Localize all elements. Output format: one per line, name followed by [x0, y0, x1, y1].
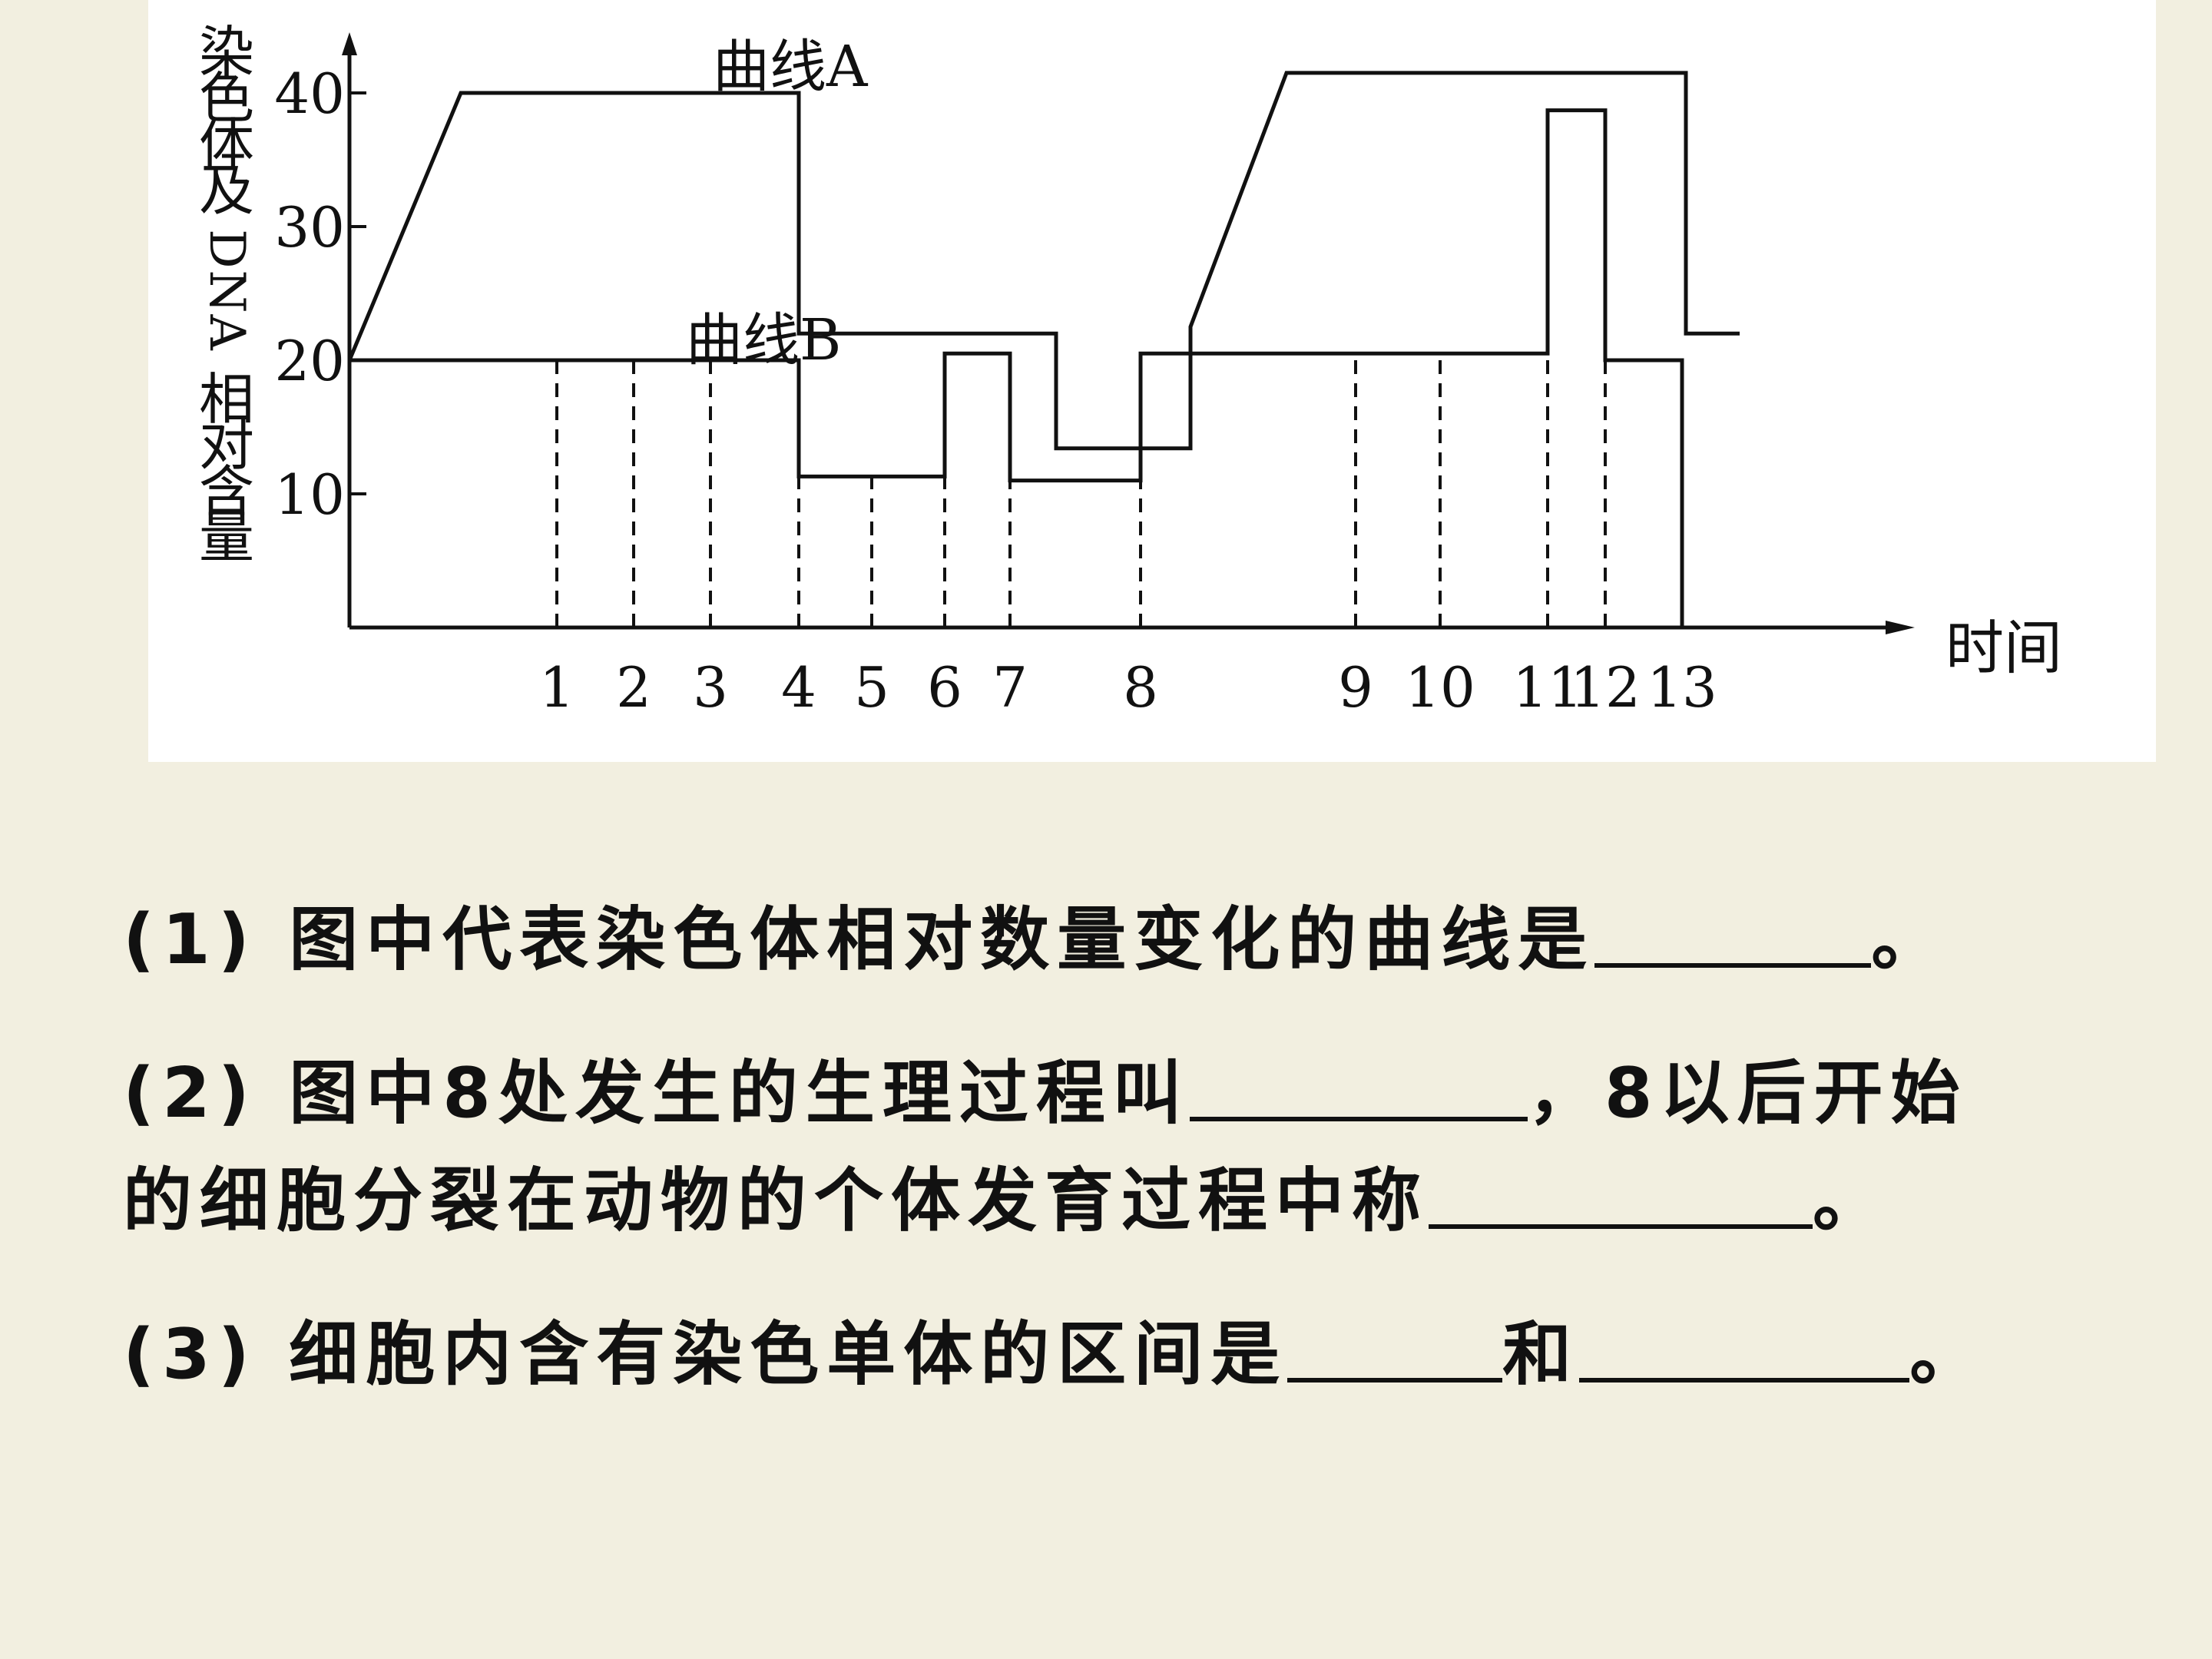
- x-tick-label: 7: [992, 655, 1028, 720]
- x-tick-label: 10: [1405, 655, 1475, 720]
- question-3-end: 。: [1909, 1314, 1987, 1395]
- x-axis-label: 时间: [1945, 614, 2062, 682]
- chart-series: [347, 71, 1740, 628]
- x-tick-label: 12: [1570, 655, 1641, 720]
- question-2-text: (2) 图中8处发生的生理过程叫: [123, 1053, 1190, 1134]
- y-axis-label-char: 体: [198, 112, 254, 177]
- x-tick-label: 1: [539, 655, 575, 720]
- question-2-end: 。: [1813, 1161, 1889, 1241]
- x-tick-label: 13: [1647, 655, 1717, 720]
- question-1-text: (1) 图中代表染色体相对数量变化的曲线是: [123, 899, 1595, 980]
- y-tick-label: 20: [274, 329, 345, 393]
- y-axis-label-char: 相: [198, 367, 254, 432]
- answer-blank-3a[interactable]: [1287, 1316, 1503, 1382]
- answer-blank-3b[interactable]: [1579, 1316, 1910, 1382]
- x-tick-label: 6: [927, 655, 962, 720]
- x-tick-label: 4: [781, 655, 816, 720]
- y-axis-label-char: 染: [198, 20, 254, 84]
- question-1-end: 。: [1871, 899, 1949, 980]
- question-2-line-2-text: 的细胞分裂在动物的个体发育过程中称: [123, 1161, 1429, 1241]
- series-label-a: 曲线A: [713, 34, 869, 100]
- answer-blank-1[interactable]: [1594, 902, 1872, 968]
- chart-ticks: 10 20 30 40: [274, 61, 366, 527]
- x-tick-label: 5: [854, 655, 889, 720]
- y-axis-label-char: DNA: [198, 229, 255, 352]
- series-line-b: [349, 108, 1684, 628]
- y-axis-label-char: 含: [198, 459, 254, 524]
- chart-dashed-guides: [555, 110, 1684, 628]
- question-3-text: (3) 细胞内含有染色单体的区间是: [123, 1314, 1288, 1395]
- series-label-b: 曲线B: [686, 307, 841, 373]
- y-tick-label: 10: [274, 462, 345, 527]
- y-tick-label: 30: [274, 195, 345, 260]
- answer-blank-2b[interactable]: [1429, 1163, 1813, 1229]
- y-axis-label-char: 对: [198, 413, 254, 478]
- chart-axes: [342, 32, 1915, 634]
- x-axis-arrow: [1886, 621, 1915, 634]
- question-1: (1) 图中代表染色体相对数量变化的曲线是 。: [123, 883, 1948, 983]
- question-2-line-1: (2) 图中8处发生的生理过程叫 ，8以后开始: [123, 1037, 1967, 1137]
- series-line-a: [347, 71, 1740, 451]
- y-axis-label-char: 色: [198, 66, 254, 131]
- question-3: (3) 细胞内含有染色单体的区间是 和 。: [123, 1298, 1986, 1398]
- question-2-line-2: 的细胞分裂在动物的个体发育过程中称 。: [123, 1144, 1889, 1244]
- y-axis-label: 染色体及 DNA 相对含量: [188, 20, 265, 570]
- y-axis-arrow: [342, 32, 357, 55]
- x-tick-label: 3: [693, 655, 728, 720]
- y-axis-label-char: 及: [198, 158, 254, 223]
- x-tick-label: 2: [616, 655, 651, 720]
- y-tick-label: 40: [274, 61, 345, 126]
- x-tick-label: 11: [1512, 655, 1583, 720]
- x-tick-label: 8: [1123, 655, 1158, 720]
- answer-blank-2a[interactable]: [1189, 1055, 1528, 1121]
- y-axis-label-char: 量: [198, 505, 254, 570]
- x-tick-label: 9: [1338, 655, 1373, 720]
- question-3-mid: 和: [1502, 1314, 1580, 1395]
- question-2-mid: ，8以后开始: [1527, 1053, 1968, 1134]
